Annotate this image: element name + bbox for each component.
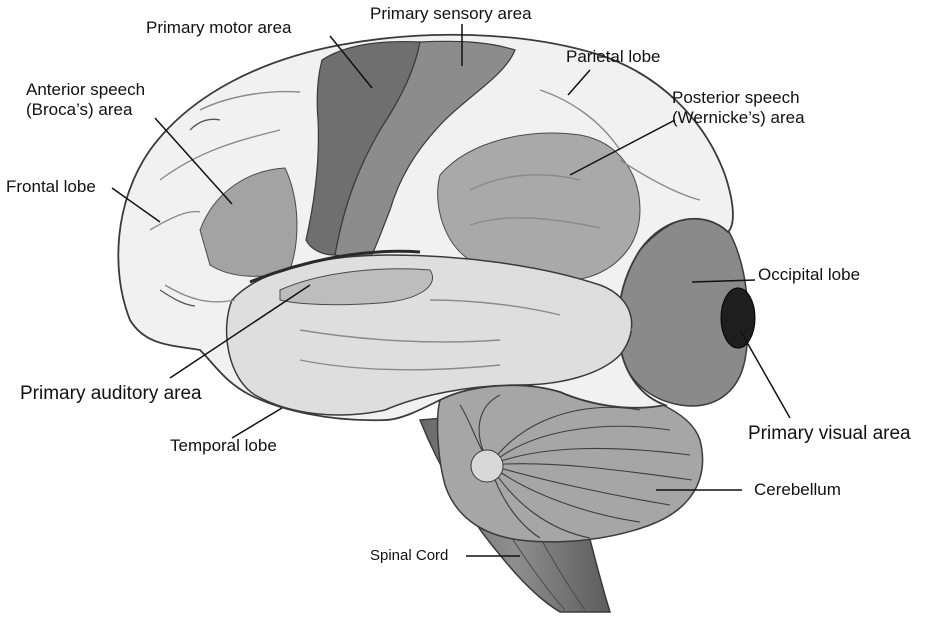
leader-occipital bbox=[691, 279, 756, 283]
wernicke-area-shape bbox=[437, 132, 641, 282]
leader-visual bbox=[739, 329, 791, 419]
label-primary-auditory-area: Primary auditory area bbox=[20, 383, 202, 404]
leader-auditory bbox=[169, 284, 311, 379]
leader-parietal bbox=[567, 69, 591, 96]
label-temporal-lobe: Temporal lobe bbox=[170, 436, 277, 455]
leader-lines bbox=[111, 24, 791, 557]
leader-primary-motor bbox=[329, 35, 373, 89]
leader-wernicke bbox=[569, 119, 676, 176]
label-parietal-lobe: Parietal lobe bbox=[566, 47, 661, 66]
label-wernicke-line2: (Wernicke’s) area bbox=[672, 108, 805, 127]
label-broca-line1: Anterior speech bbox=[26, 80, 146, 99]
primary-auditory-area-shape bbox=[279, 268, 433, 306]
gyri-lines bbox=[149, 89, 716, 371]
cerebellum-folia bbox=[459, 394, 693, 539]
label-frontal-lobe: Frontal lobe bbox=[6, 177, 96, 196]
label-occipital-lobe: Occipital lobe bbox=[758, 265, 861, 284]
leader-temporal bbox=[231, 407, 283, 439]
label-primary-motor-area: Primary motor area bbox=[146, 18, 292, 37]
label-cerebellum: Cerebellum bbox=[754, 480, 841, 499]
primary-visual-area-shape bbox=[720, 287, 756, 349]
primary-sensory-area-shape bbox=[334, 40, 516, 259]
label-wernicke-area: Posterior speech (Wernicke’s) area bbox=[672, 88, 805, 128]
label-primary-sensory-area: Primary sensory area bbox=[370, 4, 532, 23]
label-primary-visual-area: Primary visual area bbox=[748, 423, 911, 444]
label-spinal-cord: Spinal Cord bbox=[370, 547, 449, 564]
label-wernicke-line1: Posterior speech bbox=[672, 88, 800, 107]
label-broca-line2: (Broca’s) area bbox=[26, 100, 133, 119]
label-broca-area: Anterior speech (Broca’s) area bbox=[26, 80, 145, 120]
leader-frontal bbox=[111, 187, 161, 223]
leader-broca bbox=[154, 117, 233, 205]
